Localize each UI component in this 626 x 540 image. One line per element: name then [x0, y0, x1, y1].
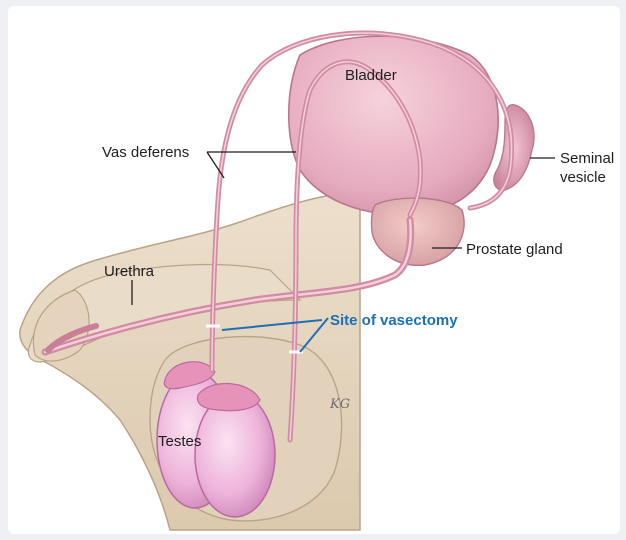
label-testes: Testes: [158, 433, 201, 450]
label-seminal-vesicle-line2: vesicle: [560, 169, 606, 186]
label-seminal-vesicle-line1: Seminal: [560, 150, 614, 167]
artist-signature: KG: [329, 397, 350, 412]
label-urethra: Urethra: [104, 263, 155, 280]
label-site-of-vasectomy: Site of vasectomy: [330, 312, 458, 329]
testis-right: [195, 393, 275, 517]
label-bladder: Bladder: [345, 67, 397, 84]
label-prostate-gland: Prostate gland: [466, 241, 563, 258]
label-vas-deferens: Vas deferens: [102, 144, 189, 161]
